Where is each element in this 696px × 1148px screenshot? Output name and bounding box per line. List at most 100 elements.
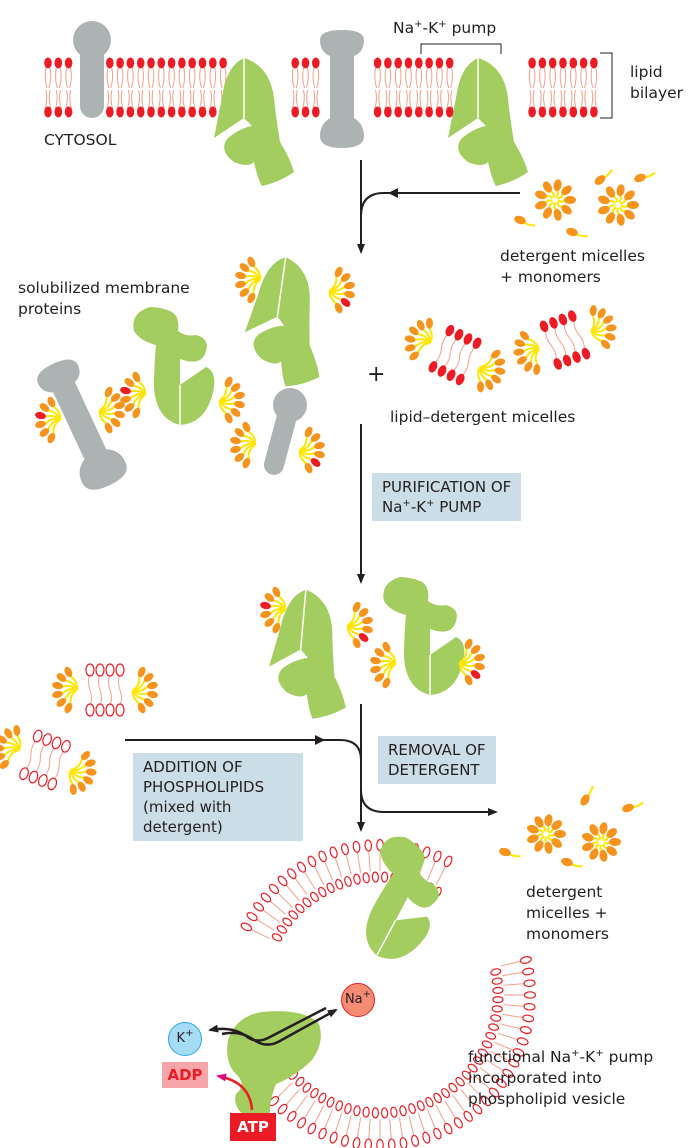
lipid-tail [304,1100,316,1119]
adp-label: ADP [162,1062,208,1088]
lipid-head [461,1070,472,1080]
detergent-head [56,673,67,682]
lipid-tail [209,67,217,110]
lipid-head [562,354,572,367]
detergent-head [35,420,46,429]
detergent-head [589,305,597,317]
lipid-tail [502,971,523,977]
lipid-head [446,369,456,381]
lipid-head [516,1037,529,1046]
detergent-head [120,395,131,404]
lipid-head [538,106,547,118]
lipid-tail [490,1050,509,1061]
lipid-head [422,1131,431,1144]
lipid-head [353,873,361,885]
lipid-head [559,57,567,69]
detergent-head [544,841,553,854]
detergent-head [235,280,246,289]
detergent-head [344,281,355,290]
lipid-head [523,991,537,999]
lipid-head [344,1103,352,1115]
lipid-head [301,106,310,118]
lipid-head [443,855,453,868]
lipid-head [443,1122,453,1135]
detergent-head [52,681,63,690]
lipid-head [437,365,447,377]
lipid-tail [188,67,196,110]
lipid-tail [554,326,567,357]
lipid-tail [108,673,112,707]
lipid-head [455,373,465,386]
detergent-head [553,179,562,192]
detergent-tail [298,449,308,465]
lipid-head [528,106,536,118]
detergent-head [624,209,635,220]
detergent-head [606,846,617,856]
lipid-head [548,106,557,118]
detergent-head [425,317,433,329]
solubilized-label-line2: proteins [18,300,82,318]
lipid-tail [408,1115,415,1136]
detergent-head [132,371,141,383]
lipid-tail [286,885,300,902]
lipid-head [454,329,464,341]
lipid-tail [500,960,521,967]
lipid-tail [345,1115,352,1136]
lipid-head [54,106,63,118]
detergent-head [147,681,158,690]
detergent-head [110,418,121,427]
detergent-head [464,638,473,650]
detergent-head [64,666,73,678]
detergent-head [513,348,525,356]
lipid-tail [25,739,37,771]
lipid-tail [480,1067,497,1081]
gray-membrane-protein [73,21,111,118]
lipid-tail [398,1117,404,1138]
lipid-head [188,57,196,69]
lipid-tail [394,67,402,110]
detergent-tail [617,194,622,203]
detergent-head [514,339,526,347]
detergent-head [409,351,419,361]
lipid-tail [569,67,577,110]
lipid-tail [34,742,47,774]
lipid-head [373,57,382,69]
lipid-head [44,106,52,118]
detergent-monomer [622,803,634,813]
lipid-head [371,1107,379,1119]
lipid-head [394,57,403,69]
plus-sign: + [367,362,386,387]
detergent-head [272,586,281,598]
lipid-head [136,106,145,118]
detergent-head [582,842,594,852]
detergent-head [589,824,599,836]
functional-label-line1: functional Na+-K+ pump [468,1048,654,1066]
detergent-tail [620,204,629,208]
lipid-head [297,861,307,873]
lipid-head [147,106,155,118]
detergent-head [314,441,325,450]
detergent-head [551,838,562,848]
detergent-head [314,450,325,459]
detergent-head [147,690,158,699]
lipid-tail [251,929,270,940]
detergent-head [589,848,599,860]
lipid-head [491,977,503,985]
lipid-head [307,855,317,868]
lipid-tail [580,67,588,110]
detergent-head [0,759,10,770]
purified-pump [383,577,465,695]
lipid-head [422,846,431,859]
lipid-head [416,1100,425,1112]
lipid-tail [538,67,546,110]
detergent-head [264,618,275,627]
lipid-head [569,106,578,118]
detergent-head [80,750,91,761]
lipid-bilayer-label-line2: bilayer [630,84,684,102]
lipid-head [126,57,135,69]
lipid-tail [461,346,476,377]
